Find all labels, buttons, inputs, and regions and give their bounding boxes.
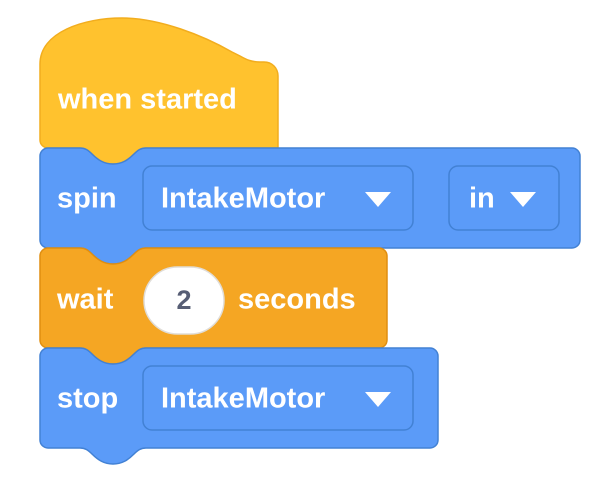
wait-label: wait xyxy=(56,284,114,316)
chevron-down-icon[interactable] xyxy=(510,192,536,207)
spin-label: spin xyxy=(57,183,117,215)
chevron-down-icon[interactable] xyxy=(365,392,391,407)
stop-motor-dropdown[interactable]: IntakeMotor xyxy=(142,365,414,431)
spin-motor-dropdown-bg[interactable] xyxy=(142,165,414,231)
stop-motor-dropdown-bg[interactable] xyxy=(142,365,414,431)
chevron-down-icon[interactable] xyxy=(365,192,391,207)
stop-motor-dropdown-value: IntakeMotor xyxy=(161,383,325,415)
spin-direction-dropdown-value: in xyxy=(469,183,495,215)
block-wait[interactable]: wait 2 seconds xyxy=(39,247,388,365)
block-stop[interactable]: stop IntakeMotor xyxy=(39,347,439,465)
stop-label: stop xyxy=(57,383,118,415)
spin-direction-dropdown-bg[interactable] xyxy=(448,165,560,231)
wait-duration-input-value: 2 xyxy=(176,285,191,315)
wait-seconds-label: seconds xyxy=(238,284,356,316)
wait-duration-input[interactable]: 2 xyxy=(143,266,225,335)
when-started-label: when started xyxy=(57,84,237,116)
spin-motor-dropdown-value: IntakeMotor xyxy=(161,183,325,215)
wait-duration-input-bg[interactable] xyxy=(143,266,225,335)
spin-motor-dropdown[interactable]: IntakeMotor xyxy=(142,165,414,231)
block-when-started[interactable]: when started xyxy=(39,17,279,165)
block-spin[interactable]: spin IntakeMotor in xyxy=(39,147,581,265)
spin-direction-dropdown[interactable]: in xyxy=(448,165,560,231)
